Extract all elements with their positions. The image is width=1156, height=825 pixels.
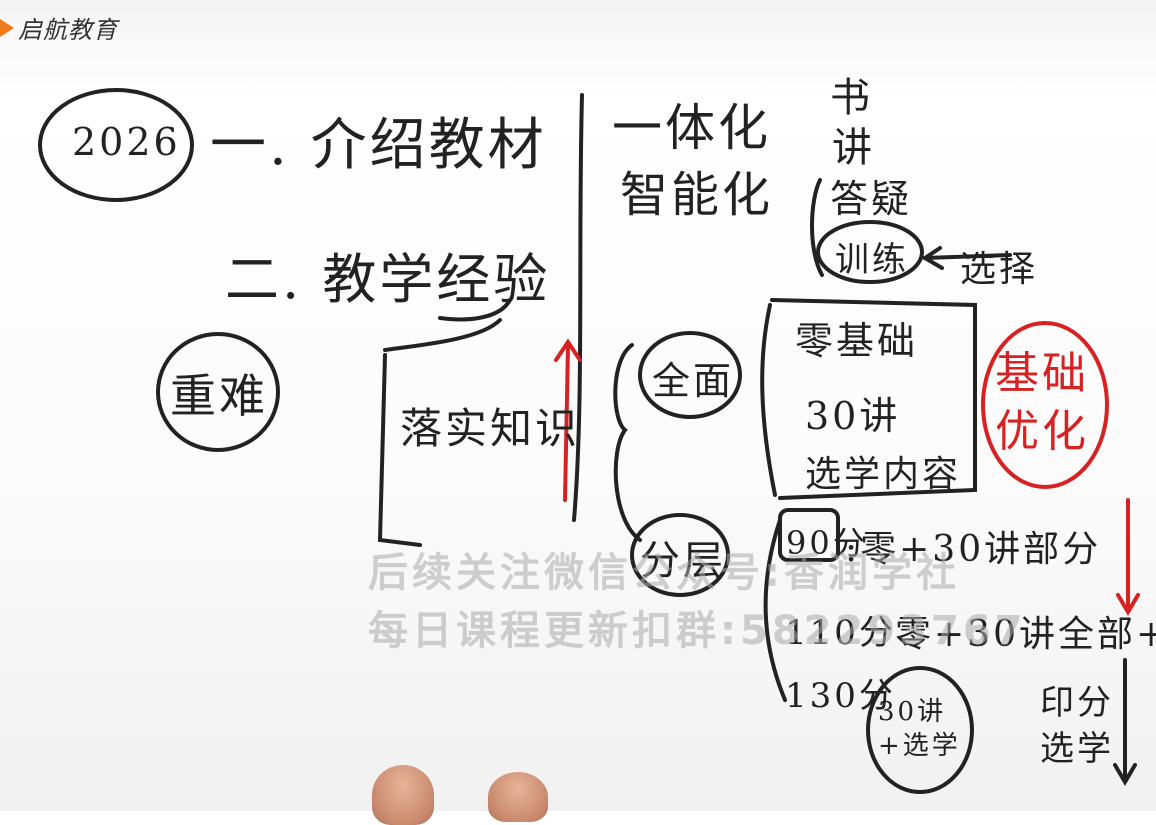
integration-label: 一体化 bbox=[612, 99, 771, 157]
lectures30-label: 30讲 bbox=[805, 394, 901, 438]
item1-label: 一. 介绍教材 bbox=[210, 113, 547, 178]
brand-logo-text: 启航教育 bbox=[18, 16, 118, 44]
rule130-label: 30讲+选学 bbox=[878, 697, 961, 761]
side-answer-label: 答疑 bbox=[830, 177, 913, 221]
train-label: 训练 bbox=[835, 240, 909, 280]
rule90-label: :零+30讲部分 bbox=[845, 529, 1102, 570]
watermark-line1: 后续关注微信公众号:香润学社 bbox=[368, 550, 960, 596]
score110-label: 110分、 bbox=[785, 613, 933, 653]
full-label: 全面 bbox=[652, 359, 735, 403]
score90-label: 90分 bbox=[786, 524, 868, 562]
layered-label: 分层 bbox=[640, 538, 726, 584]
key-points-circle bbox=[156, 332, 280, 452]
zero-label: 零基础 bbox=[795, 319, 919, 363]
red-circle bbox=[981, 321, 1109, 489]
year-label: 2026 bbox=[72, 120, 181, 164]
finger-left bbox=[372, 765, 434, 825]
finger-right bbox=[488, 772, 548, 822]
send-content-label: 选学内容 bbox=[805, 454, 962, 495]
tail-label: 印分选学 bbox=[1040, 683, 1114, 769]
watermark-line2: 每日课程更新扣群:582293767 bbox=[368, 608, 1027, 654]
intelligent-label: 智能化 bbox=[620, 167, 774, 223]
score130-label: 130分 bbox=[785, 676, 896, 716]
base-opt-label: 基础优化 bbox=[995, 348, 1089, 457]
implement-label: 落实知识 bbox=[400, 404, 581, 453]
item2-label: 二. 教学经验 bbox=[225, 248, 551, 311]
brand-logo: 启航教育 bbox=[0, 10, 118, 45]
choose-label: 选择 bbox=[960, 249, 1039, 290]
side-book-label: 书 bbox=[830, 75, 873, 121]
divider-line bbox=[572, 93, 584, 522]
rule110-label: 零+30讲全部+ bbox=[895, 614, 1156, 655]
key-points-label: 重难 bbox=[170, 369, 268, 423]
side-lecture-label: 讲 bbox=[832, 125, 875, 171]
year-circle bbox=[38, 88, 194, 202]
play-triangle-icon bbox=[0, 18, 14, 37]
